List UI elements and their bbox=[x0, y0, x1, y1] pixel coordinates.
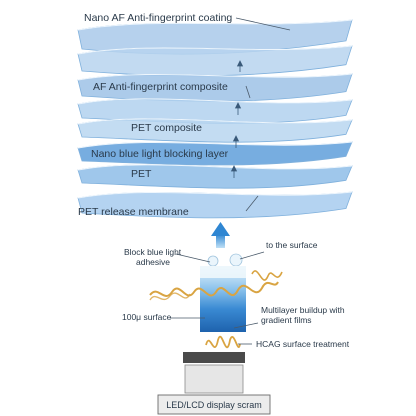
layer-label: PET release membrane bbox=[78, 206, 189, 218]
film-layer-edge bbox=[77, 164, 353, 171]
display-panel bbox=[184, 364, 244, 394]
block-blue-light-label: Block blue light adhesive bbox=[124, 247, 184, 267]
leader-line bbox=[245, 85, 251, 99]
film-layers bbox=[77, 19, 353, 219]
leader-line bbox=[239, 251, 265, 260]
device-bezel bbox=[183, 352, 245, 363]
up-arrow-icon bbox=[236, 60, 244, 67]
display-base bbox=[157, 394, 271, 415]
leader-line bbox=[175, 253, 211, 263]
micron-surface-label: 100μ surface bbox=[122, 312, 172, 322]
film-layer-edge bbox=[77, 191, 353, 199]
to-surface-label: to the surface bbox=[266, 240, 318, 250]
layer-label: AF Anti-fingerprint composite bbox=[93, 81, 228, 93]
stack-top-film bbox=[200, 266, 246, 278]
light-wave bbox=[149, 292, 191, 301]
up-arrow-icon bbox=[234, 102, 242, 109]
light-wave bbox=[205, 335, 241, 349]
film-layer bbox=[77, 45, 353, 77]
up-arrow-icon bbox=[232, 135, 240, 142]
film-layer-edge bbox=[77, 118, 353, 125]
light-wave bbox=[251, 270, 283, 281]
bubble-icon bbox=[207, 255, 219, 267]
leader-line bbox=[233, 322, 259, 329]
light-wave bbox=[149, 281, 279, 297]
bubble-icon bbox=[229, 253, 243, 267]
leader-line bbox=[235, 17, 291, 31]
film-layer-edge bbox=[77, 98, 353, 105]
film-layer-edge bbox=[77, 45, 353, 55]
display-label: LED/LCD display scram bbox=[166, 400, 262, 410]
layer-label: Nano blue light blocking layer bbox=[91, 148, 229, 160]
layer-label: Nano AF Anti-fingerprint coating bbox=[84, 12, 232, 24]
layer-label: PET composite bbox=[131, 122, 202, 134]
leader-line bbox=[245, 195, 259, 212]
multilayer-label: Multilayer buildup with gradient films bbox=[261, 305, 347, 325]
film-layer-edge bbox=[77, 141, 353, 149]
film-layer-edge bbox=[77, 19, 353, 31]
hcag-label: HCAG surface treatment bbox=[256, 339, 350, 349]
film-layer-edge bbox=[77, 73, 353, 81]
up-arrow-icon bbox=[230, 165, 238, 172]
emission-up-arrow-icon bbox=[211, 222, 230, 248]
layer-label: PET bbox=[131, 168, 152, 180]
